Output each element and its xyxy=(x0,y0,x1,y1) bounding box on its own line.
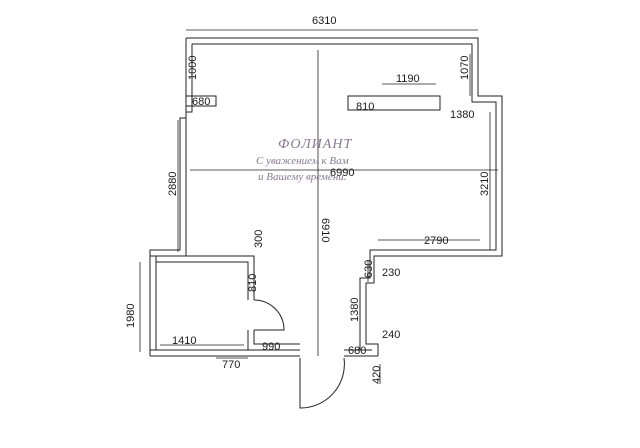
watermark-line-1: С уважением к Вам xyxy=(256,155,349,167)
dim-bottom-420: 420 xyxy=(371,366,383,384)
dim-right-height: 3210 xyxy=(479,172,491,196)
dimension-lines xyxy=(139,29,498,384)
dim-left-top-height: 1000 xyxy=(187,56,199,80)
dimension-labels: 6310 1000 680 1070 1190 810 1380 6990 69… xyxy=(125,15,491,384)
dim-right-630: 630 xyxy=(363,260,375,278)
walls xyxy=(149,37,503,357)
watermark: ФОЛИАНТ С уважением к Вам и Вашему време… xyxy=(256,137,352,183)
watermark-title: ФОЛИАНТ xyxy=(278,137,352,152)
doors xyxy=(253,299,345,409)
dim-center-height: 6910 xyxy=(319,218,331,242)
dim-right-lower-width: 2790 xyxy=(424,235,448,247)
dim-bath-height: 1980 xyxy=(125,304,137,328)
dim-right-240: 240 xyxy=(382,329,400,341)
watermark-line-2: и Вашему времени. xyxy=(258,171,347,183)
dim-partition-300: 300 xyxy=(253,230,265,248)
dim-entry-990: 990 xyxy=(262,341,280,353)
dim-left-top-step: 680 xyxy=(192,96,210,108)
dim-door-810: 810 xyxy=(247,274,259,292)
dim-top-width: 6310 xyxy=(312,15,336,27)
dim-right-1380: 1380 xyxy=(349,298,361,322)
dim-right-230: 230 xyxy=(382,267,400,279)
dim-right-niche-right: 1380 xyxy=(450,109,474,121)
dim-bath-width: 1410 xyxy=(172,335,196,347)
dim-total-width: 6990 xyxy=(330,167,354,179)
dim-right-top-height: 1070 xyxy=(459,56,471,80)
dim-entry-680: 680 xyxy=(348,345,366,357)
dim-bath-door-770: 770 xyxy=(222,359,240,371)
dim-left-height: 2880 xyxy=(167,172,179,196)
dim-right-niche-width: 1190 xyxy=(396,73,420,85)
dim-right-niche-left: 810 xyxy=(356,101,374,113)
